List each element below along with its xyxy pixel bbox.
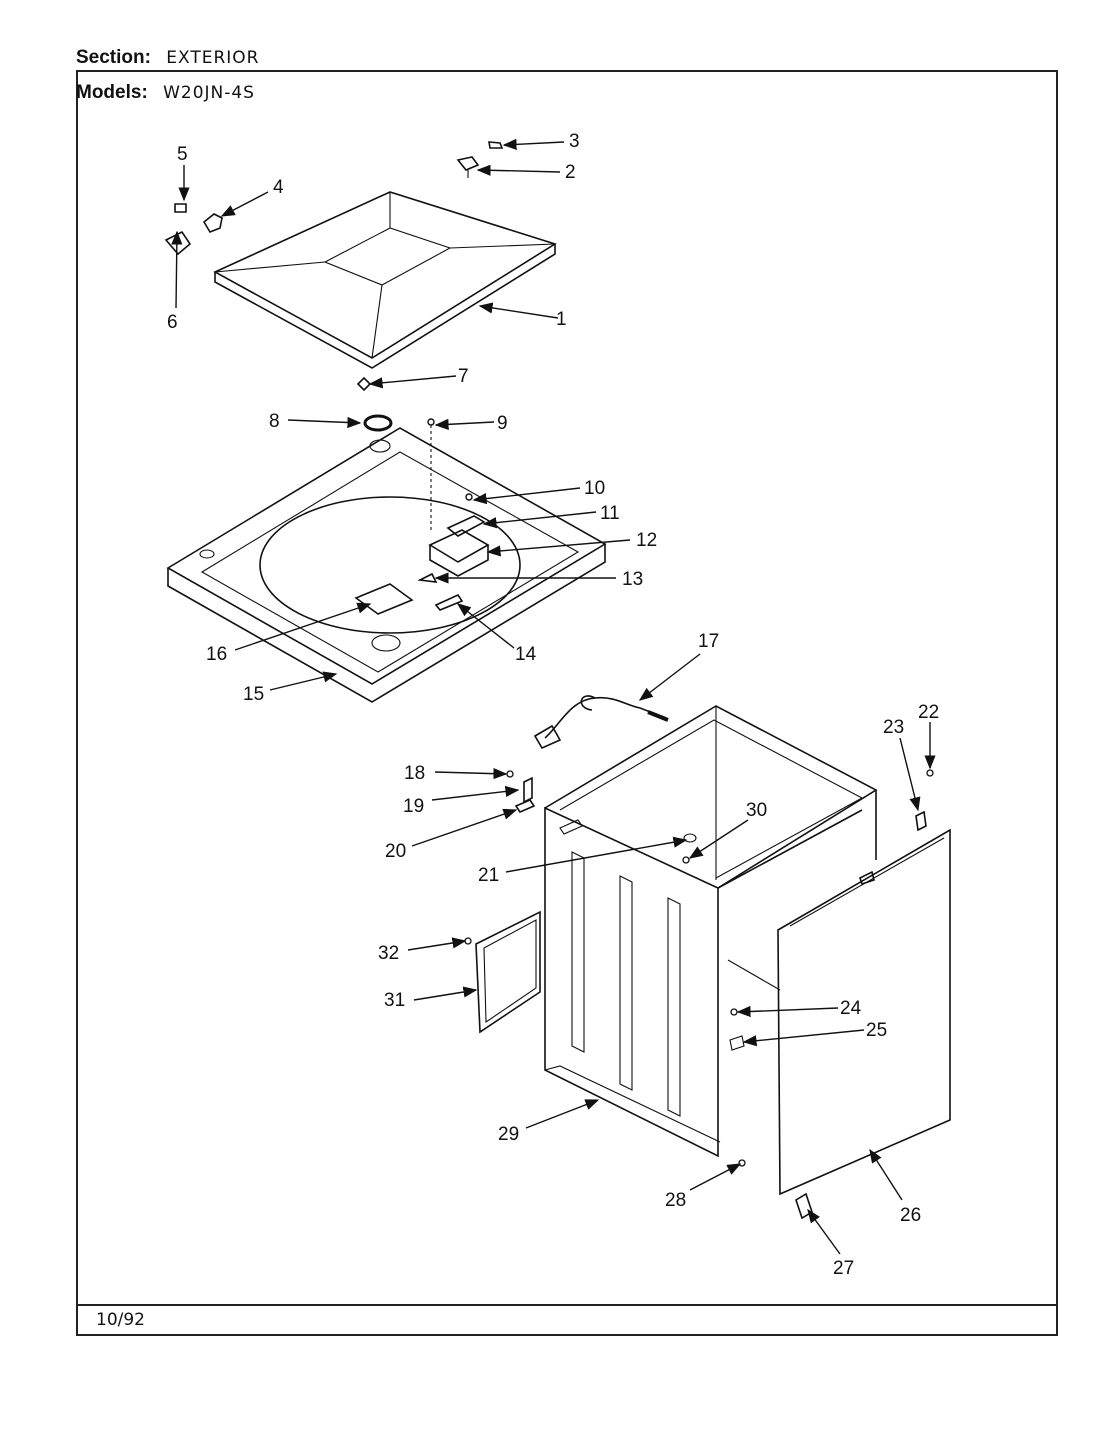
section-label: Section:: [76, 47, 151, 68]
callout-28: 28: [665, 1190, 686, 1211]
callout-31: 31: [384, 990, 405, 1011]
lid-cover-part: [213, 191, 557, 369]
power-cord-part: [533, 695, 669, 750]
models-value: W20JN-4S: [163, 83, 255, 103]
callout-30: 30: [746, 800, 767, 821]
callout-24: 24: [840, 998, 862, 1019]
diagram-frame: [76, 70, 1058, 1336]
callout-labels: 1 2 3 4 5 6 7 8 9 10 11 12 13 14 16 15 1…: [167, 131, 939, 1279]
callout-17: 17: [698, 631, 719, 652]
section-value: EXTERIOR: [166, 48, 260, 68]
callout-12: 12: [636, 530, 657, 551]
callout-22: 22: [918, 702, 939, 723]
models-heading: Models: W20JN-4S: [76, 82, 255, 104]
right-side-panel-part: [729, 769, 951, 1220]
callout-19: 19: [403, 796, 424, 817]
callout-5: 5: [177, 144, 188, 165]
callout-9: 9: [497, 413, 508, 434]
leader-lines: [171, 138, 936, 1255]
callout-2: 2: [565, 162, 576, 183]
top-frame-part: [166, 427, 607, 703]
models-label: Models:: [76, 82, 148, 103]
callout-8: 8: [269, 411, 280, 432]
callout-3: 3: [569, 131, 580, 152]
callout-7: 7: [458, 366, 469, 387]
callout-16: 15: [243, 684, 264, 705]
callout-26: 26: [900, 1205, 921, 1226]
cabinet-part: [506, 705, 878, 1158]
callout-1: 1: [556, 309, 567, 330]
callout-13: 13: [622, 569, 643, 590]
callout-14: 14: [515, 644, 537, 665]
callout-23: 23: [883, 717, 904, 738]
callout-10: 10: [584, 478, 605, 499]
callout-27: 27: [833, 1258, 854, 1279]
section-heading: Section: EXTERIOR: [76, 47, 259, 69]
callout-21: 21: [478, 865, 499, 886]
callout-15: 16: [206, 644, 227, 665]
lid-switch-assembly: [354, 493, 490, 615]
callout-6: 6: [167, 312, 178, 333]
footer-divider: [76, 1304, 1058, 1306]
callout-29: 29: [498, 1124, 519, 1145]
callout-20: 20: [385, 841, 406, 862]
callout-25: 25: [866, 1020, 887, 1041]
callout-32: 32: [378, 943, 399, 964]
callout-18: 18: [404, 763, 425, 784]
footer-date: 10/92: [96, 1310, 145, 1330]
callout-11: 11: [600, 503, 620, 524]
left-side-panel-part: [464, 910, 541, 1034]
callout-4: 4: [273, 177, 284, 198]
gasket-and-screw-parts: [363, 414, 435, 530]
